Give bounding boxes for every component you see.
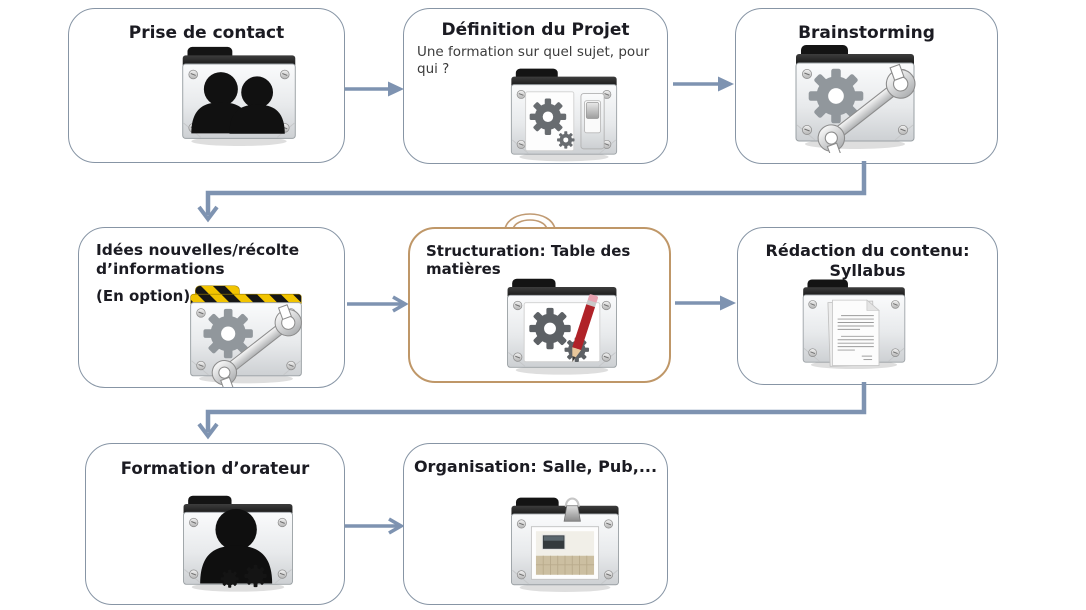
node-subtitle: Une formation sur quel sujet, pour qui ? bbox=[417, 43, 650, 77]
arrow-formation-to-organisation bbox=[345, 517, 404, 535]
node-definition-du-projet: Définition du Projet Une formation sur q… bbox=[403, 8, 668, 164]
node-redaction-contenu: Rédaction du contenu: Syllabus bbox=[737, 227, 998, 385]
arrow-prise-to-definition bbox=[345, 81, 404, 97]
node-title: Idées nouvelles/récolte d’informations bbox=[96, 241, 300, 278]
node-brainstorming: Brainstorming bbox=[735, 8, 998, 164]
folder-gears-pencil-icon bbox=[502, 275, 622, 378]
arrow-redaction-to-formation bbox=[197, 382, 867, 440]
node-title: Prise de contact bbox=[128, 23, 285, 43]
folder-room-photo-clip-icon bbox=[506, 494, 624, 596]
node-idees-nouvelles: Idées nouvelles/récolte d’informations (… bbox=[78, 227, 345, 388]
node-title: Définition du Projet bbox=[441, 20, 630, 40]
node-title: Formation d’orateur bbox=[120, 459, 310, 478]
folder-hazard-gear-wrench-icon bbox=[185, 282, 307, 388]
binder-clip-wire bbox=[564, 497, 580, 507]
arrow-brainstorming-to-idees bbox=[197, 161, 867, 223]
folder-person-icon bbox=[178, 492, 298, 595]
arrow-definition-to-brainstorming bbox=[673, 76, 734, 92]
node-note: (En option) bbox=[96, 286, 191, 305]
node-title: Brainstorming bbox=[798, 23, 935, 43]
node-title: Organisation: Salle, Pub,... bbox=[413, 457, 658, 476]
arrow-structuration-to-redaction bbox=[675, 295, 736, 311]
folder-two-people-icon bbox=[177, 43, 301, 150]
arrow-idees-to-structuration bbox=[347, 295, 408, 313]
node-title: Rédaction du contenu: Syllabus bbox=[765, 241, 970, 280]
node-structuration: Structuration: Table des matières bbox=[408, 227, 671, 383]
folder-gear-wrench-icon bbox=[790, 41, 920, 153]
folder-gears-switch-icon bbox=[506, 65, 622, 165]
node-prise-de-contact: Prise de contact bbox=[68, 8, 345, 163]
node-formation-orateur: Formation d’orateur bbox=[85, 443, 345, 605]
node-title: Structuration: Table des matières bbox=[426, 242, 631, 279]
folder-documents-icon bbox=[798, 276, 910, 372]
node-organisation: Organisation: Salle, Pub,... bbox=[403, 443, 668, 605]
